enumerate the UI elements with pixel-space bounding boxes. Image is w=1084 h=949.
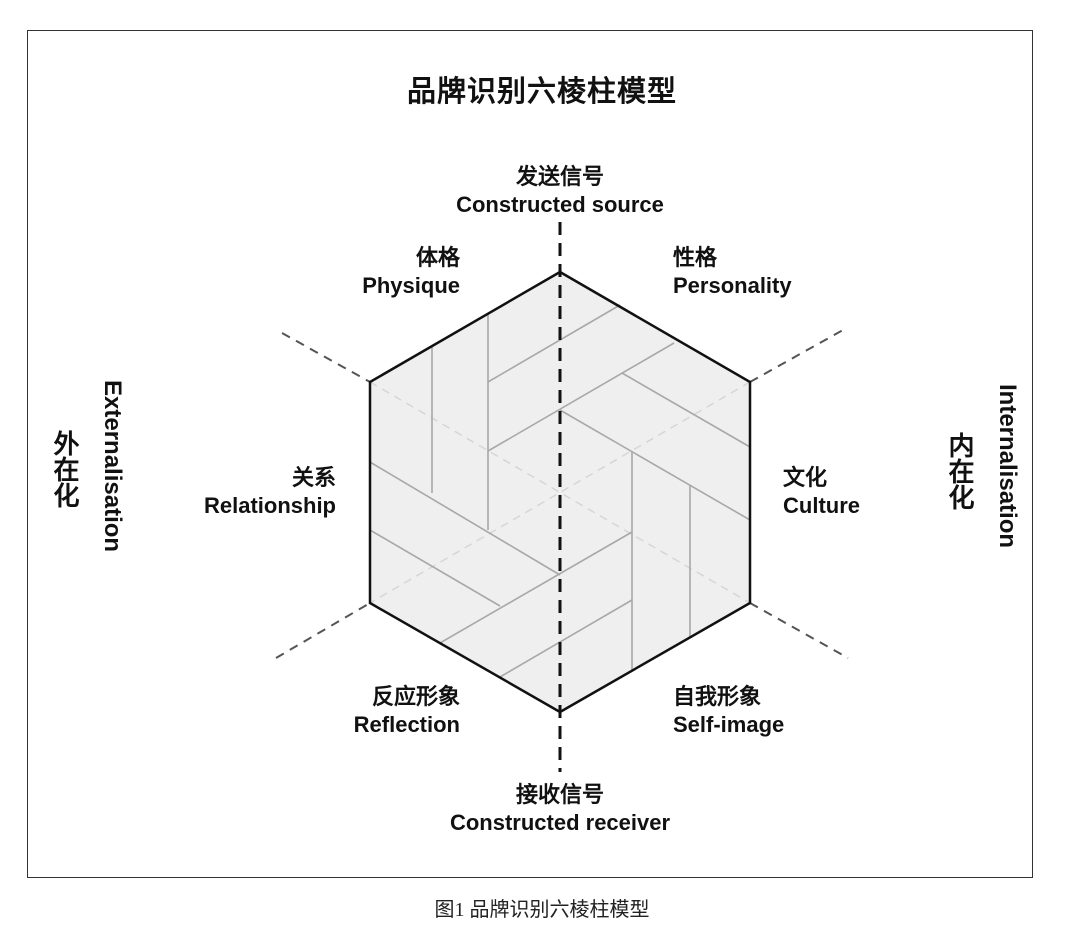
externalisation-zh: 外在化 <box>50 430 80 508</box>
relationship-label: 关系 Relationship <box>156 464 336 520</box>
physique-label: 体格 Physique <box>300 244 460 300</box>
top-label-zh: 发送信号 <box>515 164 604 189</box>
internalisation-zh: 内在化 <box>945 432 975 510</box>
self-image-label-zh: 自我形象 <box>673 684 762 709</box>
diagonal-axis-lower-left <box>275 602 371 659</box>
inner-pattern-lines <box>369 304 751 678</box>
reflection-label: 反应形象 Reflection <box>300 683 460 739</box>
diagonal-axis-upper-right <box>749 329 844 383</box>
reflection-label-en: Reflection <box>353 712 460 737</box>
diagram-title: 品牌识别六棱柱模型 <box>406 76 677 108</box>
figure-frame <box>27 30 1033 878</box>
top-label-en: Constructed source <box>456 192 664 217</box>
diagonal-axis-upper-left <box>281 332 371 383</box>
bottom-label-zh: 接收信号 <box>515 782 604 807</box>
culture-label-en: Culture <box>783 493 860 518</box>
bottom-label-en: Constructed receiver <box>449 810 671 835</box>
self-image-label-en: Self-image <box>673 712 785 737</box>
self-image-label: 自我形象 Self-image <box>673 683 873 739</box>
internalisation-en: Internalisation <box>994 384 1021 549</box>
personality-label-zh: 性格 <box>673 245 718 270</box>
diagonal-axes <box>275 329 849 659</box>
personality-label: 性格 Personality <box>673 244 873 300</box>
physique-label-en: Physique <box>362 273 460 298</box>
culture-label: 文化 Culture <box>783 464 923 520</box>
relationship-label-zh: 关系 <box>291 465 336 490</box>
physique-label-zh: 体格 <box>415 245 460 270</box>
top-label: 发送信号 Constructed source <box>410 163 710 219</box>
hexagon-fill <box>370 272 750 712</box>
externalisation-en: Externalisation <box>99 380 126 553</box>
bottom-label: 接收信号 Constructed receiver <box>410 781 710 837</box>
culture-label-zh: 文化 <box>783 465 828 490</box>
diagonal-axis-lower-right <box>749 602 849 659</box>
reflection-label-zh: 反应形象 <box>371 684 460 709</box>
personality-label-en: Personality <box>673 273 792 298</box>
figure-caption: 图1 品牌识别六棱柱模型 <box>434 899 650 921</box>
relationship-label-en: Relationship <box>203 493 336 518</box>
